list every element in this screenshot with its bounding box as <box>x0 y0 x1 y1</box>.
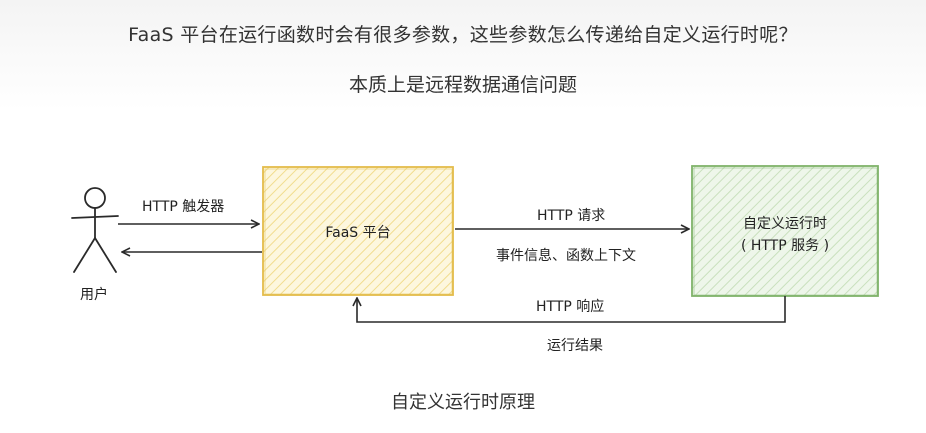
user-label: 用户 <box>80 287 108 303</box>
runtime-sublabel: ( HTTP 服务 ) <box>740 238 830 254</box>
user-figure-icon <box>71 187 119 273</box>
diagram-caption: 自定义运行时原理 <box>391 392 535 413</box>
request-label: HTTP 请求 <box>537 208 606 224</box>
response-sublabel: 运行结果 <box>547 338 603 354</box>
custom-runtime-box <box>691 165 879 297</box>
trigger-label: HTTP 触发器 <box>142 199 225 215</box>
page-title: FaaS 平台在运行函数时会有很多参数，这些参数怎么传递给自定义运行时呢？ <box>128 24 798 46</box>
faas-platform-box <box>262 166 454 296</box>
page-subtitle: 本质上是远程数据通信问题 <box>348 74 577 96</box>
request-sublabel: 事件信息、函数上下文 <box>496 248 636 264</box>
response-label: HTTP 响应 <box>536 299 605 315</box>
response-arrow <box>357 296 786 323</box>
platform-label: FaaS 平台 <box>325 225 391 241</box>
runtime-label: 自定义运行时 <box>743 216 827 232</box>
